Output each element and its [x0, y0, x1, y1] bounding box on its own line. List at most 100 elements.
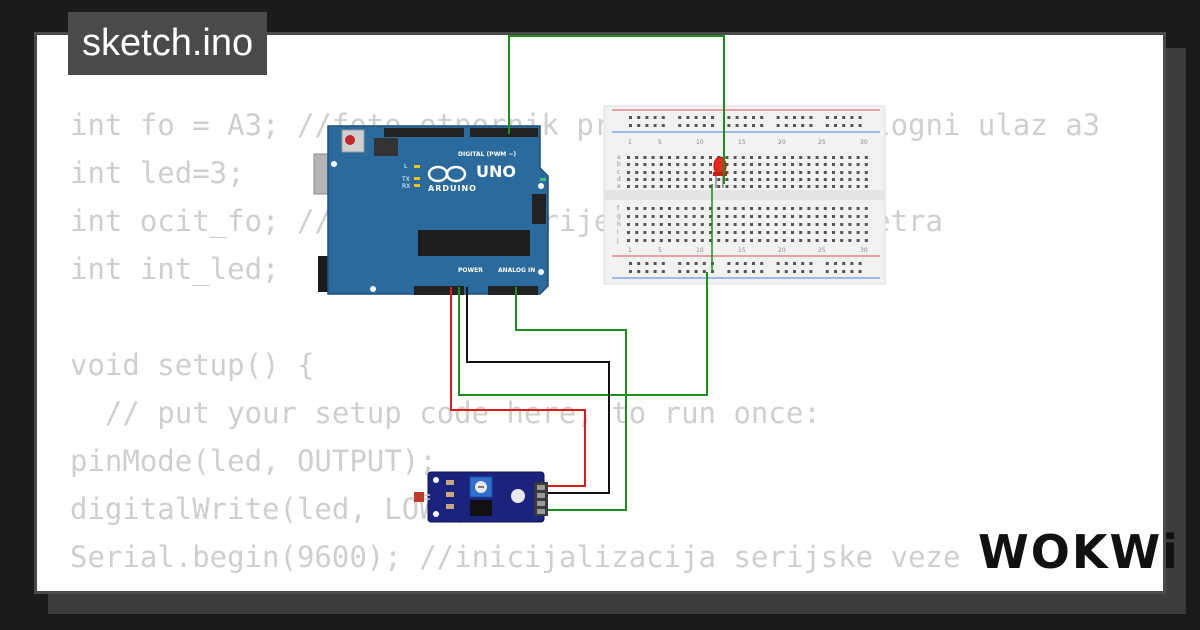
breadboard-hole	[627, 207, 630, 210]
breadboard-hole	[752, 124, 755, 127]
breadboard-hole	[741, 231, 745, 234]
breadboard-hole	[717, 239, 721, 242]
breadboard-hole	[758, 178, 762, 181]
breadboard-hole	[733, 156, 737, 159]
breadboard-hole	[684, 231, 688, 234]
breadboard-hole	[799, 156, 803, 159]
breadboard-hole	[801, 262, 805, 265]
breadboard-hole	[758, 239, 762, 242]
breadboard-hole	[733, 239, 737, 242]
breadboard-hole	[645, 262, 649, 265]
breadboard-hole	[635, 163, 639, 166]
breadboard-hole	[727, 116, 731, 119]
breadboard-hole	[825, 262, 829, 265]
breadboard-hole	[684, 178, 688, 181]
breadboard-hole	[635, 207, 639, 210]
breadboard-hole	[774, 215, 778, 218]
row-letter: g	[617, 213, 621, 220]
l-label: L	[404, 163, 408, 170]
breadboard-hole	[793, 270, 796, 273]
breadboard-hole	[627, 215, 630, 218]
breadboard-hole	[823, 185, 827, 188]
breadboard-hole	[799, 178, 803, 181]
breadboard-hole	[858, 124, 862, 127]
breadboard-hole	[676, 171, 680, 174]
breadboard-hole	[659, 207, 663, 210]
file-title-tab[interactable]: sketch.ino	[68, 12, 268, 75]
breadboard-hole	[791, 207, 794, 210]
breadboard-hole	[858, 270, 862, 273]
breadboard-hole	[676, 239, 680, 242]
breadboard-hole	[752, 116, 755, 119]
breadboard-hole	[643, 163, 647, 166]
breadboard-hole	[725, 178, 729, 181]
breadboard-hole	[725, 185, 729, 188]
breadboard-hole	[758, 156, 762, 159]
breadboard-hole	[733, 223, 737, 226]
breadboard-hole	[741, 215, 745, 218]
reset-button[interactable]	[345, 135, 355, 145]
wire-green	[508, 35, 725, 184]
breadboard-hole	[823, 163, 827, 166]
column-number: 20	[778, 247, 786, 254]
breadboard-hole	[801, 270, 805, 273]
breadboard-hole	[700, 185, 704, 188]
breadboard-hole	[840, 178, 844, 181]
breadboard-hole	[840, 223, 844, 226]
breadboard-hole	[856, 171, 860, 174]
breadboard-hole	[832, 215, 835, 218]
breadboard-hole	[651, 231, 655, 234]
breadboard-hole	[709, 185, 712, 188]
breadboard-hole	[743, 124, 747, 127]
breadboard-hole	[645, 124, 649, 127]
breadboard-hole	[684, 163, 688, 166]
column-number: 15	[738, 247, 746, 254]
breadboard-hole	[815, 207, 819, 210]
breadboard-hole	[758, 231, 762, 234]
breadboard-hole	[774, 231, 778, 234]
code-line: void setup() {	[70, 348, 315, 382]
breadboard-hole	[702, 262, 706, 265]
breadboard-hole	[635, 239, 639, 242]
breadboard-hole	[743, 116, 747, 119]
breadboard-hole	[629, 270, 632, 273]
breadboard-hole	[799, 231, 803, 234]
breadboard-hole	[659, 185, 663, 188]
breadboard-hole	[758, 163, 762, 166]
arduino-uno[interactable]: DIGITAL (PWM ~) UNO ARDUINO POWER ANALOG…	[313, 125, 561, 295]
breadboard-hole	[700, 239, 704, 242]
breadboard-hole	[848, 185, 852, 188]
breadboard-hole	[848, 207, 852, 210]
breadboard-hole	[676, 223, 680, 226]
breadboard-hole	[651, 178, 655, 181]
analog-header-label: ANALOG IN	[498, 267, 535, 274]
breadboard-hole	[733, 163, 737, 166]
wire-green	[458, 272, 708, 396]
arduino-brand-label: ARDUINO	[428, 184, 477, 193]
breadboard-hole	[823, 178, 827, 181]
breadboard-hole	[676, 215, 680, 218]
breadboard-hole	[832, 156, 835, 159]
breadboard-hole	[661, 262, 665, 265]
breadboard-hole	[815, 239, 819, 242]
breadboard-holes	[627, 116, 868, 273]
breadboard[interactable]: 1 5 10 15 20 25 30 1 5 10 15 20 25 30 a …	[603, 105, 886, 285]
breadboard-hole	[799, 171, 803, 174]
breadboard-hole	[791, 239, 794, 242]
breadboard-hole	[815, 231, 819, 234]
breadboard-hole	[840, 231, 844, 234]
rx-label: RX	[402, 183, 410, 190]
breadboard-hole	[807, 163, 811, 166]
breadboard-hole	[668, 156, 671, 159]
breadboard-hole	[848, 223, 852, 226]
column-number: 1	[628, 247, 632, 254]
breadboard-hole	[848, 163, 852, 166]
breadboard-hole	[676, 163, 680, 166]
breadboard-hole	[791, 156, 794, 159]
photoresistor-module[interactable]	[414, 471, 548, 523]
column-number: 30	[860, 247, 868, 254]
breadboard-hole	[774, 178, 778, 181]
breadboard-hole	[791, 185, 794, 188]
breadboard-hole	[774, 239, 778, 242]
